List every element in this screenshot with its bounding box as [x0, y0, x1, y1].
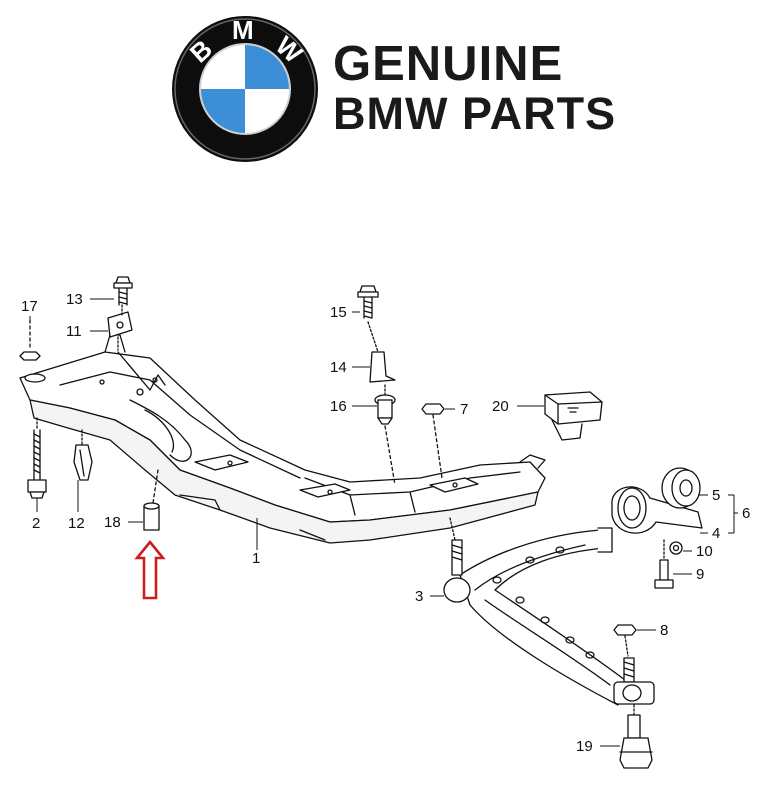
part-15-bolt — [357, 285, 379, 319]
part-20-mount — [544, 391, 603, 441]
callout-8: 8 — [660, 622, 668, 639]
part-12-clip — [73, 429, 93, 481]
callout-6: 6 — [742, 505, 750, 522]
part-4-bracket-arm — [611, 486, 703, 534]
control-arm — [459, 527, 626, 706]
part-16-grommet — [374, 384, 396, 486]
callout-4: 4 — [712, 525, 720, 542]
part-10-washer — [669, 541, 683, 555]
callout-16: 16 — [330, 398, 347, 415]
callout-13: 13 — [66, 291, 83, 308]
logo-letter-m: M — [232, 15, 254, 45]
callout-3: 3 — [415, 588, 423, 605]
callout-17: 17 — [21, 298, 38, 315]
callout-12: 12 — [68, 515, 85, 532]
part-8-nut — [613, 624, 637, 657]
callout-18: 18 — [104, 514, 121, 531]
callout-7: 7 — [460, 401, 468, 418]
callout-20: 20 — [492, 398, 509, 415]
brand-heading: GENUINE BMW PARTS — [333, 37, 617, 139]
part-3-ball-joint — [443, 517, 471, 603]
callout-11: 11 — [66, 323, 82, 340]
callout-9: 9 — [696, 566, 704, 583]
part-19-bushing — [619, 704, 653, 769]
part-9-bolt — [654, 539, 674, 589]
bmw-roundel-icon: B M W — [172, 15, 318, 162]
part-11-bracket — [107, 304, 133, 351]
callout-14: 14 — [330, 359, 347, 376]
part-2-bolt — [27, 417, 47, 499]
part-17-nut — [19, 319, 41, 361]
brand-heading-line2: BMW PARTS — [333, 88, 617, 139]
callout-labels: 17 13 11 2 12 18 1 15 14 16 7 20 3 5 4 6… — [21, 291, 750, 755]
brand-heading-line1: GENUINE — [333, 37, 564, 91]
part-18-sleeve — [143, 469, 160, 531]
callout-2: 2 — [32, 515, 40, 532]
bmw-logo: B M W — [170, 14, 320, 164]
callout-5: 5 — [712, 487, 720, 504]
callout-1: 1 — [252, 550, 260, 567]
callout-15: 15 — [330, 304, 347, 321]
subframe-crossmember — [19, 334, 546, 544]
callout-10: 10 — [696, 543, 713, 560]
part-13-bolt — [113, 276, 133, 306]
callout-leaders — [29, 298, 738, 747]
callout-19: 19 — [576, 738, 593, 755]
part-14-bracket — [367, 321, 396, 383]
part-5-bushing — [661, 467, 701, 509]
part-7-nut — [421, 403, 445, 479]
arrow-up-icon — [134, 539, 166, 600]
rear-bushing-mount — [613, 657, 655, 705]
